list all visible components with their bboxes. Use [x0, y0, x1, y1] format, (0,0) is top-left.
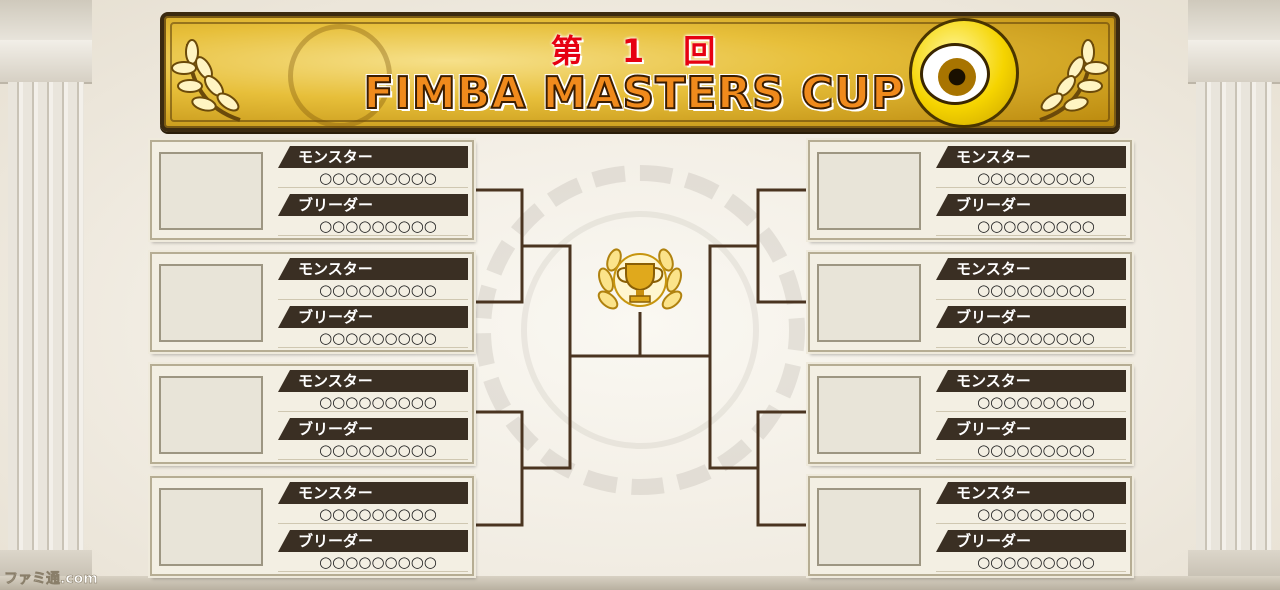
- banner-title: FIMBA MASTERS CUP: [363, 67, 905, 120]
- pillar-left: [0, 0, 92, 590]
- breeder-name: ○○○○○○○○○: [278, 216, 468, 236]
- bracket-line-left-bottom: [474, 410, 524, 527]
- breeder-label: ブリーダー: [278, 194, 468, 216]
- monster-name: ○○○○○○○○○: [278, 280, 468, 300]
- monster-label: モンスター: [278, 370, 468, 392]
- monster-name: ○○○○○○○○○: [936, 168, 1126, 188]
- entry-card-6: モンスター○○○○○○○○○ブリーダー○○○○○○○○○: [808, 252, 1132, 352]
- entry-card-5: モンスター○○○○○○○○○ブリーダー○○○○○○○○○: [808, 140, 1132, 240]
- breeder-name: ○○○○○○○○○: [936, 328, 1126, 348]
- breeder-label: ブリーダー: [278, 418, 468, 440]
- monster-label: モンスター: [278, 258, 468, 280]
- entry-photo: [159, 376, 263, 454]
- monster-name: ○○○○○○○○○: [278, 504, 468, 524]
- entry-card-3: モンスター○○○○○○○○○ブリーダー○○○○○○○○○: [150, 364, 474, 464]
- monster-label: モンスター: [936, 482, 1126, 504]
- breeder-name: ○○○○○○○○○: [278, 328, 468, 348]
- monster-label: モンスター: [278, 146, 468, 168]
- monster-label: モンスター: [936, 146, 1126, 168]
- entry-photo: [817, 376, 921, 454]
- entry-card-1: モンスター○○○○○○○○○ブリーダー○○○○○○○○○: [150, 140, 474, 240]
- breeder-name: ○○○○○○○○○: [936, 216, 1126, 236]
- coin-emblem-icon: [288, 24, 392, 128]
- entry-photo: [817, 488, 921, 566]
- monster-label: モンスター: [936, 258, 1126, 280]
- laurel-left-icon: [171, 39, 241, 122]
- entry-photo: [817, 264, 921, 342]
- monster-name: ○○○○○○○○○: [936, 504, 1126, 524]
- entry-photo: [159, 488, 263, 566]
- breeder-label: ブリーダー: [278, 306, 468, 328]
- laurel-right-icon: [1039, 39, 1109, 122]
- ground: [0, 576, 1280, 590]
- breeder-label: ブリーダー: [278, 530, 468, 552]
- banner-subtitle: 第 1 回: [550, 32, 730, 70]
- entry-card-2: モンスター○○○○○○○○○ブリーダー○○○○○○○○○: [150, 252, 474, 352]
- entry-photo: [817, 152, 921, 230]
- breeder-label: ブリーダー: [936, 306, 1126, 328]
- monster-name: ○○○○○○○○○: [936, 280, 1126, 300]
- title-banner: 第 1 回 FIMBA MASTERS CUP: [160, 12, 1120, 132]
- pillar-right: [1188, 0, 1280, 590]
- bracket-line-right-top: [756, 188, 808, 304]
- bracket-line-right-bottom: [756, 410, 808, 527]
- monster-label: モンスター: [278, 482, 468, 504]
- monster-label: モンスター: [936, 370, 1126, 392]
- breeder-name: ○○○○○○○○○: [278, 440, 468, 460]
- monster-name: ○○○○○○○○○: [936, 392, 1126, 412]
- monster-name: ○○○○○○○○○: [278, 392, 468, 412]
- breeder-name: ○○○○○○○○○: [936, 440, 1126, 460]
- entry-photo: [159, 264, 263, 342]
- eye-monster-mascot-icon: [909, 18, 1019, 128]
- bracket-line-right-semi: [708, 244, 758, 470]
- bracket-line-left-top: [474, 188, 524, 304]
- trophy-icon: [597, 248, 683, 310]
- watermark-famitsu: ファミ通.com: [4, 571, 98, 588]
- entry-card-8: モンスター○○○○○○○○○ブリーダー○○○○○○○○○: [808, 476, 1132, 576]
- monster-name: ○○○○○○○○○: [278, 168, 468, 188]
- entry-photo: [159, 152, 263, 230]
- breeder-label: ブリーダー: [936, 418, 1126, 440]
- breeder-name: ○○○○○○○○○: [936, 552, 1126, 572]
- breeder-name: ○○○○○○○○○: [278, 552, 468, 572]
- entry-card-4: モンスター○○○○○○○○○ブリーダー○○○○○○○○○: [150, 476, 474, 576]
- bracket-line-left-semi: [522, 244, 572, 470]
- breeder-label: ブリーダー: [936, 194, 1126, 216]
- entry-card-7: モンスター○○○○○○○○○ブリーダー○○○○○○○○○: [808, 364, 1132, 464]
- breeder-label: ブリーダー: [936, 530, 1126, 552]
